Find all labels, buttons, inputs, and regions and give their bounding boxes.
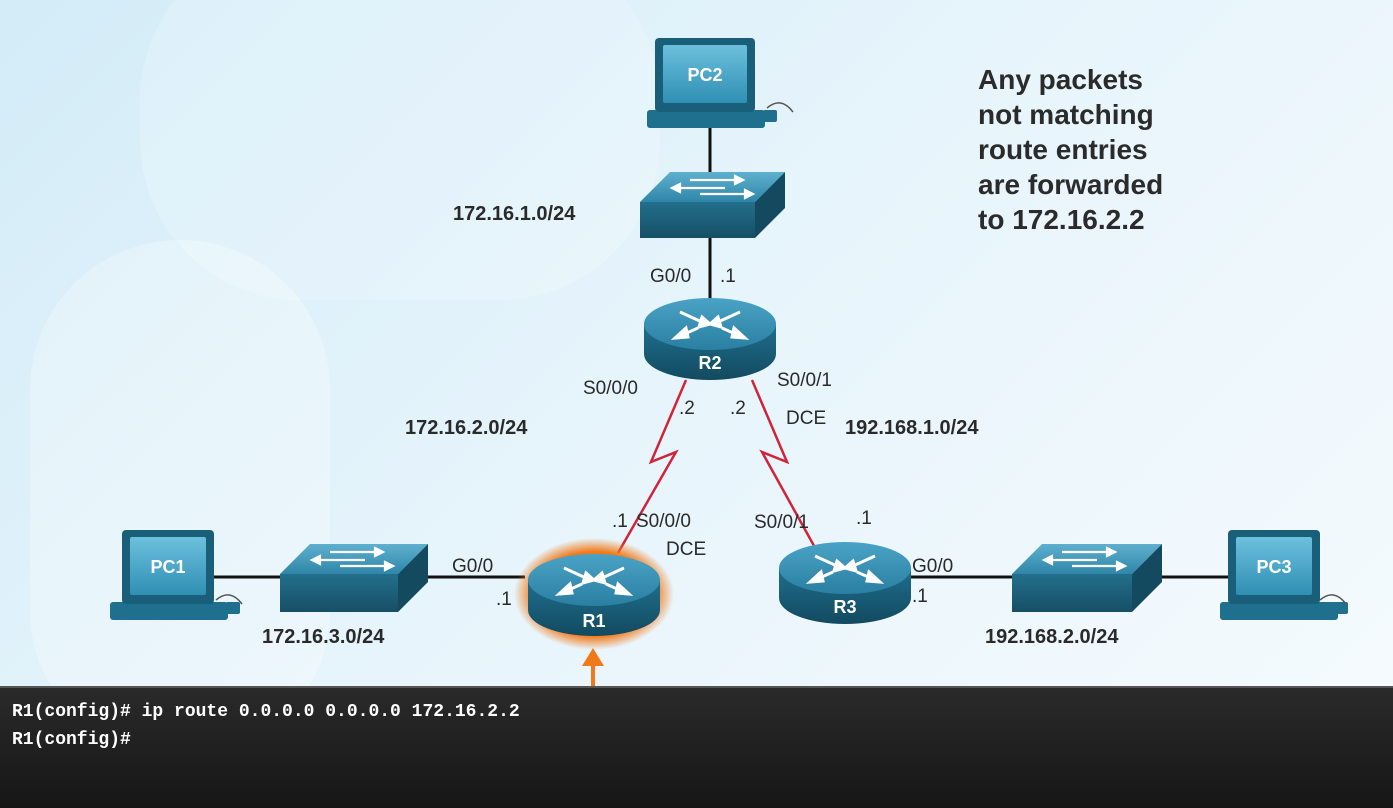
explanation-note: Any packets not matching route entries a… — [978, 62, 1278, 237]
dce-label: DCE — [786, 408, 826, 429]
cli-prompt[interactable]: R1(config)# — [12, 730, 131, 750]
arrow-up-icon — [582, 648, 604, 686]
note-line: are forwarded — [978, 169, 1164, 200]
network-label: 172.16.2.0/24 — [405, 417, 528, 439]
note-line: to 172.16.2.2 — [978, 204, 1145, 235]
pc2-label: PC2 — [687, 65, 722, 85]
interface-label: S0/0/1 — [777, 370, 832, 391]
serial-link-r2-r3 — [750, 379, 820, 554]
switch-icon — [1012, 544, 1162, 612]
ethernet-links — [212, 128, 1230, 579]
r2-label: R2 — [698, 353, 721, 373]
interface-label: S0/0/1 — [754, 512, 809, 533]
pc3-icon: PC3 — [1220, 530, 1348, 620]
interface-label: G0/0 — [650, 266, 691, 287]
router-r2-icon: R2 — [644, 298, 776, 380]
dce-label: DCE — [666, 539, 706, 560]
cli-terminal[interactable]: R1(config)# ip route 0.0.0.0 0.0.0.0 172… — [0, 686, 1393, 808]
host-label: .2 — [730, 398, 746, 419]
switch-icon — [280, 544, 428, 612]
host-label: .1 — [612, 511, 628, 532]
host-label: .1 — [912, 586, 928, 607]
pc1-icon: PC1 — [110, 530, 243, 620]
cli-command-line: R1(config)# ip route 0.0.0.0 0.0.0.0 172… — [12, 702, 520, 722]
switch-icon — [640, 172, 785, 238]
interface-label: G0/0 — [452, 556, 493, 577]
host-label: .2 — [679, 398, 695, 419]
serial-links — [616, 379, 820, 554]
interface-label: S0/0/0 — [583, 378, 638, 399]
background-shape — [30, 240, 330, 760]
note-line: route entries — [978, 134, 1148, 165]
note-line: Any packets — [978, 64, 1143, 95]
pc1-label: PC1 — [150, 557, 185, 577]
interface-label: G0/0 — [912, 556, 953, 577]
r3-label: R3 — [833, 597, 856, 617]
note-line: not matching — [978, 99, 1154, 130]
network-topology: PC2 PC1 PC3 — [110, 38, 1348, 686]
r1-label: R1 — [582, 611, 605, 631]
interface-label: S0/0/0 — [636, 511, 691, 532]
network-label: 192.168.1.0/24 — [845, 417, 979, 439]
network-label: 172.16.3.0/24 — [262, 626, 385, 648]
background-shape — [140, 0, 660, 300]
pc3-label: PC3 — [1256, 557, 1291, 577]
pc2-icon: PC2 — [647, 38, 794, 128]
router-r1-icon: R1 — [514, 538, 674, 650]
serial-link-r1-r2 — [616, 379, 688, 554]
host-label: .1 — [496, 589, 512, 610]
network-label: 192.168.2.0/24 — [985, 626, 1119, 648]
router-r3-icon: R3 — [779, 542, 911, 624]
network-label: 172.16.1.0/24 — [453, 203, 576, 225]
host-label: .1 — [856, 508, 872, 529]
host-label: .1 — [720, 266, 736, 287]
